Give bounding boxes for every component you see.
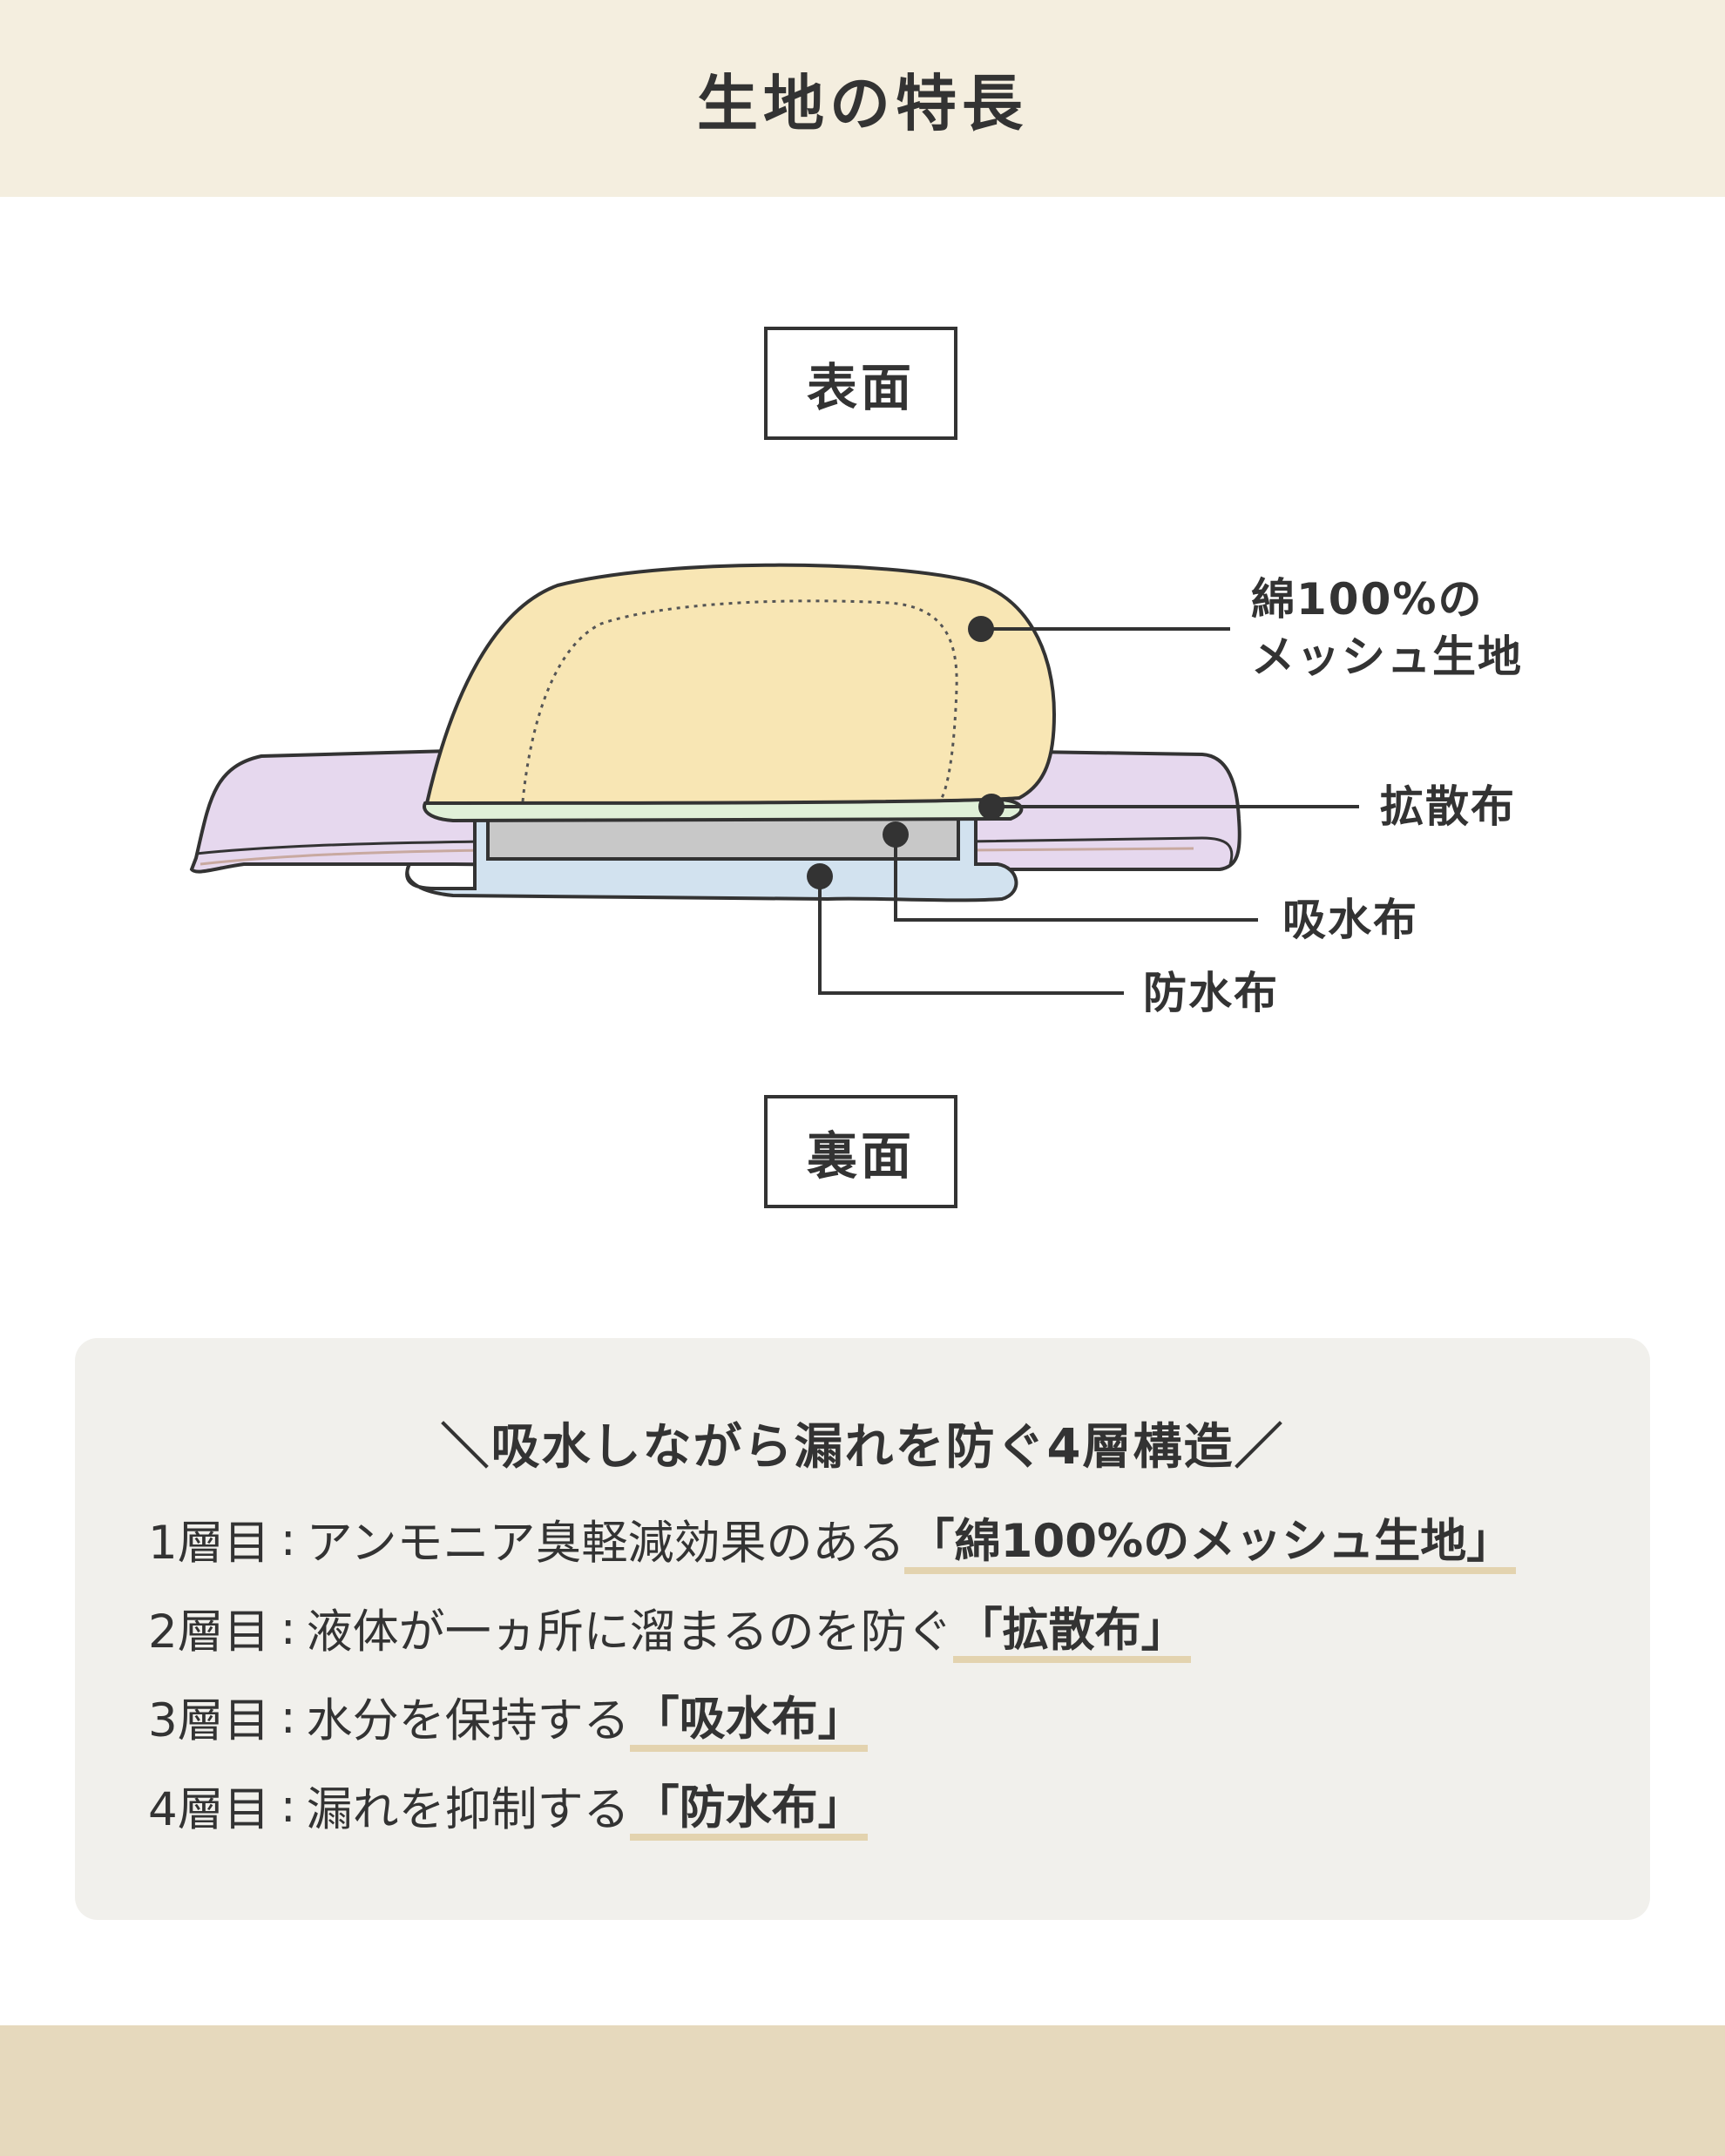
surface-label-front: 表面 — [764, 327, 957, 440]
layer-number: 1層目 — [148, 1517, 270, 1570]
layer-name-highlight: 「吸水布」 — [629, 1682, 868, 1752]
surface-label-back: 裏面 — [764, 1095, 957, 1208]
waterproof-marker-dot — [807, 863, 833, 889]
mesh-marker-dot — [968, 616, 994, 642]
header-bar: 生地の特長 — [0, 0, 1725, 197]
fabric-layer-diagram — [189, 563, 1359, 995]
absorbent-callout: 吸水布 — [1282, 895, 1418, 945]
layer-colon: : — [280, 1512, 296, 1566]
waterproof-callout: 防水布 — [1143, 968, 1279, 1018]
layer-list: 1層目:アンモニア臭軽減効果のある「綿100%のメッシュ生地」 2層目:液体が一… — [148, 1495, 1517, 1850]
mesh-layer — [424, 563, 1057, 806]
layer-number: 3層目 — [148, 1694, 270, 1747]
layer-description: 液体が一ヵ所に溜まるのを防ぐ — [306, 1605, 953, 1659]
mesh-callout-line1: 綿100%の — [1251, 574, 1484, 625]
absorbent-marker-dot — [883, 821, 909, 848]
diffusion-marker-dot — [978, 794, 1005, 820]
layer-colon: : — [280, 1690, 296, 1744]
page-title: 生地の特長 — [697, 67, 1028, 139]
layer-description: 水分を保持する — [306, 1694, 630, 1747]
list-item: 3層目:水分を保持する「吸水布」 — [148, 1673, 1516, 1761]
list-item: 4層目:漏れを抑制する「防水布」 — [148, 1761, 1516, 1850]
info-heading: ＼吸水しながら漏れを防ぐ4層構造／ — [440, 1419, 1285, 1476]
list-item: 1層目:アンモニア臭軽減効果のある「綿100%のメッシュ生地」 — [148, 1495, 1517, 1584]
callout-leaders — [807, 616, 1359, 995]
structure-info-box: ＼吸水しながら漏れを防ぐ4層構造／ 1層目:アンモニア臭軽減効果のある「綿100… — [75, 1338, 1650, 1920]
layer-colon: : — [280, 1779, 296, 1833]
layer-name-highlight: 「防水布」 — [629, 1771, 868, 1841]
mesh-callout-line2: メッシュ生地 — [1251, 632, 1523, 682]
layer-colon: : — [280, 1601, 296, 1655]
layer-number: 4層目 — [148, 1783, 270, 1836]
layer-description: 漏れを抑制する — [306, 1783, 630, 1836]
layer-name-highlight: 「拡散布」 — [952, 1593, 1191, 1663]
layer-description: アンモニア臭軽減効果のある — [306, 1517, 905, 1570]
list-item: 2層目:液体が一ヵ所に溜まるのを防ぐ「拡散布」 — [148, 1584, 1516, 1673]
layer-name-highlight: 「綿100%のメッシュ生地」 — [904, 1504, 1517, 1574]
footer-bar — [0, 2025, 1725, 2156]
mesh-callout: 綿100%の メッシュ生地 — [1251, 571, 1523, 686]
diffusion-callout: 拡散布 — [1380, 781, 1516, 832]
layer-number: 2層目 — [148, 1605, 270, 1659]
